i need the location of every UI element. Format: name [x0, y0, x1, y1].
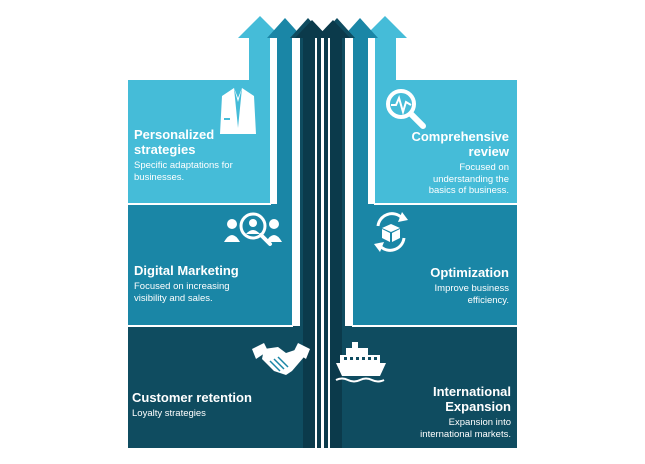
arrow-dark-right — [319, 18, 517, 448]
blazer-icon — [220, 88, 256, 134]
card-desc: Specific adaptations for businesses. — [134, 160, 233, 183]
arrow-dark — [128, 18, 326, 448]
magnifier-pulse-icon — [386, 89, 426, 129]
card-title: Customer retention — [132, 390, 252, 405]
card-title: Digital Marketing — [134, 263, 239, 278]
card-personalized: Personalized strategies Specific adaptat… — [134, 127, 274, 183]
people-search-icon — [224, 212, 282, 246]
card-title: Comprehensive review — [411, 129, 509, 159]
card-comprehensive: Comprehensive review Focused on understa… — [375, 129, 509, 197]
card-desc: Expansion into international markets. — [420, 417, 511, 440]
ship-icon — [335, 342, 386, 383]
card-title: Optimization — [430, 265, 509, 280]
card-desc: Focused on increasing visibility and sal… — [134, 281, 230, 304]
card-desc: Focused on understanding the basics of b… — [428, 162, 509, 196]
handshake-icon — [252, 343, 310, 375]
arrow-center-left — [295, 20, 329, 448]
cycle-box-icon — [374, 212, 408, 252]
card-title: International Expansion — [432, 384, 511, 414]
card-desc: Loyalty strategies — [132, 408, 206, 419]
arrow-center-right — [316, 20, 350, 448]
card-digital: Digital Marketing Focused on increasing … — [134, 263, 294, 304]
separators — [128, 38, 517, 448]
card-desc: Improve business efficiency. — [434, 283, 509, 306]
card-expansion: International Expansion Expansion into i… — [395, 384, 511, 440]
card-optimization: Optimization Improve business efficiency… — [385, 265, 509, 306]
card-retention: Customer retention Loyalty strategies — [132, 390, 292, 420]
card-title: Personalized strategies — [134, 127, 215, 157]
